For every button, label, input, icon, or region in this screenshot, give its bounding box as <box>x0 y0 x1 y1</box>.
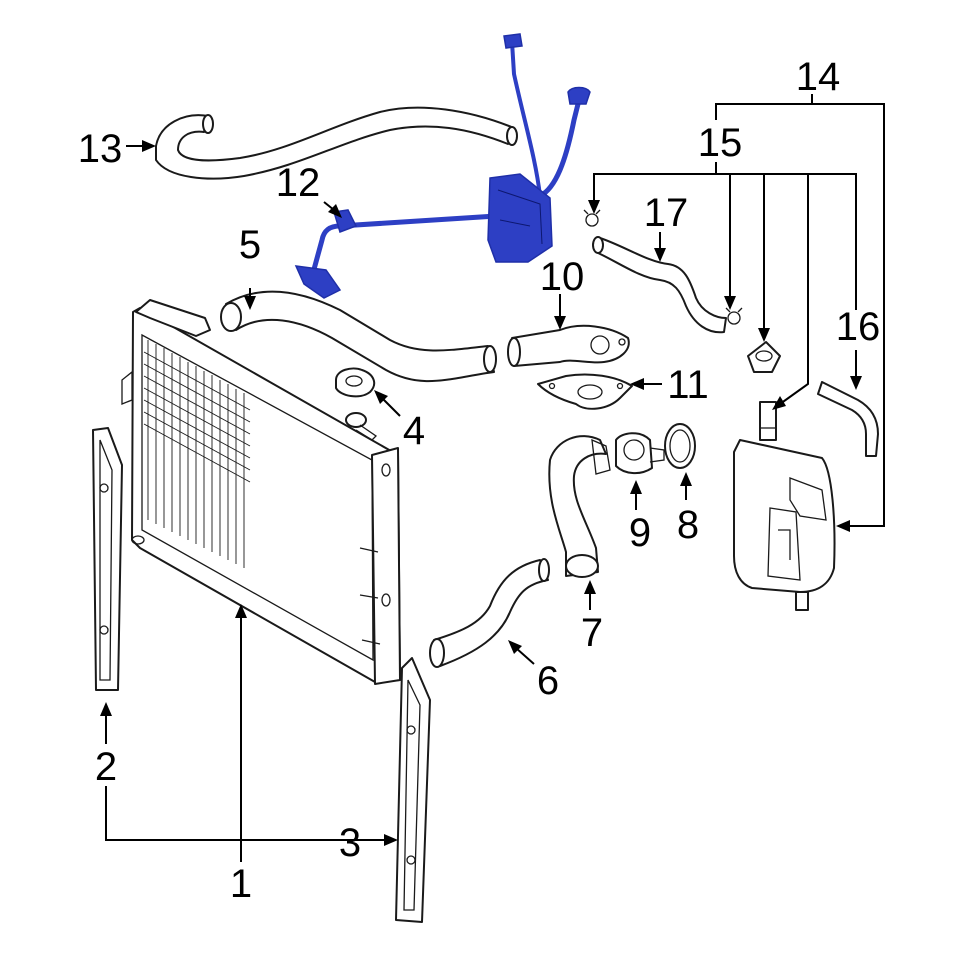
thermostat-gasket[interactable] <box>664 423 696 469</box>
right-side-seal[interactable] <box>395 657 431 923</box>
water-outlet[interactable] <box>507 324 630 367</box>
callout-4: 4 <box>403 409 425 453</box>
callout-2: 2 <box>95 745 117 789</box>
callout-9: 9 <box>629 511 651 555</box>
callout-6: 6 <box>537 659 559 703</box>
callout-8: 8 <box>677 503 699 547</box>
callout-1: 1 <box>230 862 252 906</box>
callout-15: 15 <box>698 121 743 165</box>
callout-12: 12 <box>276 161 321 205</box>
radiator[interactable] <box>121 299 401 685</box>
callout-5: 5 <box>239 223 261 267</box>
lower-radiator-hose[interactable] <box>429 558 550 668</box>
callout-3: 3 <box>339 821 361 865</box>
radiator-cap[interactable] <box>335 367 378 441</box>
filler-neck-pipe[interactable] <box>294 33 591 299</box>
callout-11: 11 <box>667 363 709 407</box>
callout-17: 17 <box>644 191 689 235</box>
leader-lines <box>100 94 885 862</box>
callout-10: 10 <box>540 255 585 299</box>
callout-16: 16 <box>836 305 881 349</box>
hose-clamp-lower[interactable] <box>725 307 743 325</box>
overflow-hose[interactable] <box>155 106 518 180</box>
reservoir-hose[interactable] <box>592 236 727 334</box>
thermostat[interactable] <box>615 432 665 474</box>
radiator-core-grid <box>143 340 251 568</box>
callout-14: 14 <box>796 55 841 99</box>
callout-7: 7 <box>581 611 603 655</box>
callout-labels: 1 2 3 4 5 6 7 8 9 10 11 12 13 14 15 16 1… <box>78 55 881 906</box>
callout-13: 13 <box>78 127 123 171</box>
water-outlet-gasket[interactable] <box>537 373 633 410</box>
reservoir-cap[interactable] <box>747 341 781 373</box>
upper-radiator-hose[interactable] <box>220 290 497 383</box>
overflow-tube[interactable] <box>817 381 879 457</box>
water-inlet-pipe[interactable] <box>548 435 611 578</box>
hose-clamp-upper[interactable] <box>583 209 601 227</box>
left-side-seal[interactable] <box>92 427 123 691</box>
coolant-reservoir[interactable] <box>733 401 836 611</box>
